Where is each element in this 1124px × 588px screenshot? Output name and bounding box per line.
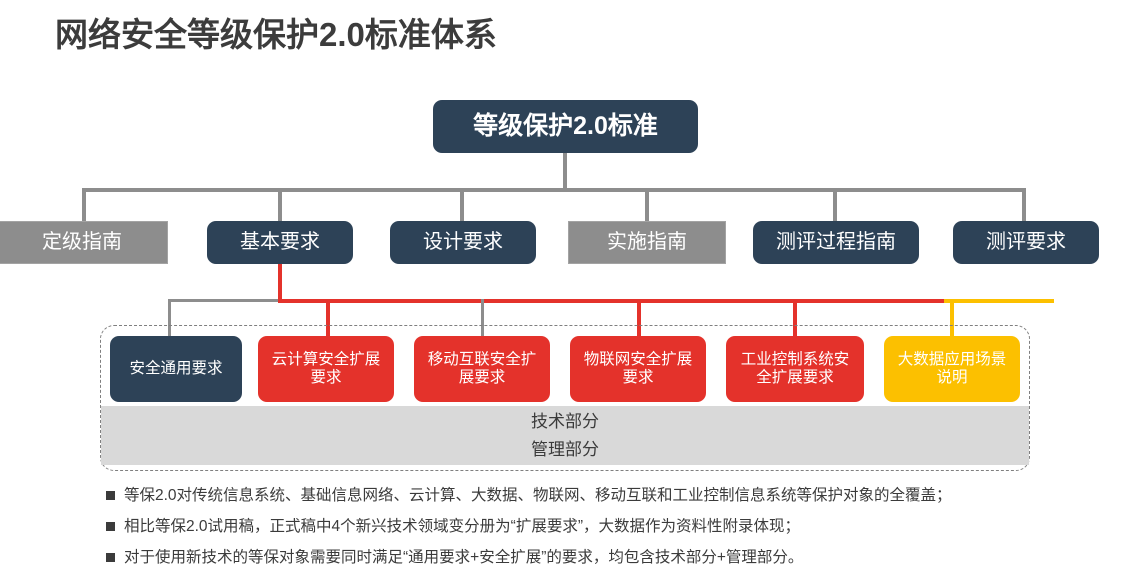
- page-title: 网络安全等级保护2.0标准体系: [55, 16, 497, 53]
- connector-level3-bus-mid: [278, 299, 948, 303]
- band-management-part: 管理部分: [531, 439, 599, 459]
- list-item: 对于使用新技术的等保对象需要同时满足“通用要求+安全扩展”的要求，均包含技术部分…: [106, 548, 1116, 569]
- node-ceping-guocheng-zhinan[interactable]: 测评过程指南: [753, 221, 919, 264]
- connector-drop-yunjisuan: [326, 299, 330, 336]
- square-bullet-icon: [106, 552, 115, 562]
- node-gongkong-kuozhan[interactable]: 工业控制系统安全扩展要求: [726, 336, 864, 402]
- node-dashuju-changjing[interactable]: 大数据应用场景说明: [884, 336, 1020, 402]
- list-item: 等保2.0对传统信息系统、基础信息网络、云计算、大数据、物联网、移动互联和工业控…: [106, 486, 1116, 507]
- requirements-container: [100, 325, 1030, 471]
- node-yidonghulian-kuozhan[interactable]: 移动互联安全扩展要求: [414, 336, 550, 402]
- square-bullet-icon: [106, 491, 115, 500]
- connector-drop-sheji: [460, 188, 464, 221]
- band-technical-part: 技术部分: [531, 412, 599, 432]
- connector-drop-cepingguocheng: [833, 188, 837, 221]
- connector-drop-dingji: [82, 188, 86, 221]
- notes-list: 等保2.0对传统信息系统、基础信息网络、云计算、大数据、物联网、移动互联和工业控…: [106, 486, 1116, 579]
- connector-drop-tongyong: [168, 299, 171, 336]
- connector-drop-dashuju: [950, 299, 954, 336]
- node-shishi-zhinan[interactable]: 实施指南: [568, 221, 726, 264]
- connector-root-stem: [563, 153, 567, 188]
- note-text: 相比等保2.0试用稿，正式稿中4个新兴技术领域变分册为“扩展要求”，大数据作为资…: [124, 517, 800, 535]
- node-dingji-zhinan[interactable]: 定级指南: [0, 221, 168, 264]
- connector-drop-gongkong: [793, 299, 797, 336]
- connector-level3-bus-left: [168, 299, 282, 302]
- node-wulianwang-kuozhan[interactable]: 物联网安全扩展要求: [570, 336, 706, 402]
- connector-drop-jiben: [278, 188, 282, 221]
- connector-level3-bus-right: [944, 299, 1054, 303]
- node-jiben-yaoqiu[interactable]: 基本要求: [207, 221, 353, 264]
- node-ceping-yaoqiu[interactable]: 测评要求: [953, 221, 1099, 264]
- node-yunjisuan-kuozhan[interactable]: 云计算安全扩展要求: [258, 336, 394, 402]
- connector-level2-bus: [82, 188, 1026, 192]
- list-item: 相比等保2.0试用稿，正式稿中4个新兴技术领域变分册为“扩展要求”，大数据作为资…: [106, 517, 1116, 538]
- connector-drop-yidonghulian: [481, 299, 484, 336]
- square-bullet-icon: [106, 521, 115, 531]
- connector-drop-cepingyaoqiu: [1022, 188, 1026, 221]
- parts-band: 技术部分 管理部分: [101, 406, 1029, 465]
- node-sheji-yaoqiu[interactable]: 设计要求: [390, 221, 536, 264]
- note-text: 对于使用新技术的等保对象需要同时满足“通用要求+安全扩展”的要求，均包含技术部分…: [124, 548, 804, 566]
- node-root-standard[interactable]: 等级保护2.0标准: [433, 100, 698, 153]
- connector-jiben-stem: [278, 264, 282, 301]
- node-anquan-tongyong-yaoqiu[interactable]: 安全通用要求: [110, 336, 242, 402]
- connector-drop-shishi: [645, 188, 649, 221]
- connector-drop-wulianwang: [637, 299, 641, 336]
- note-text: 等保2.0对传统信息系统、基础信息网络、云计算、大数据、物联网、移动互联和工业控…: [124, 487, 952, 504]
